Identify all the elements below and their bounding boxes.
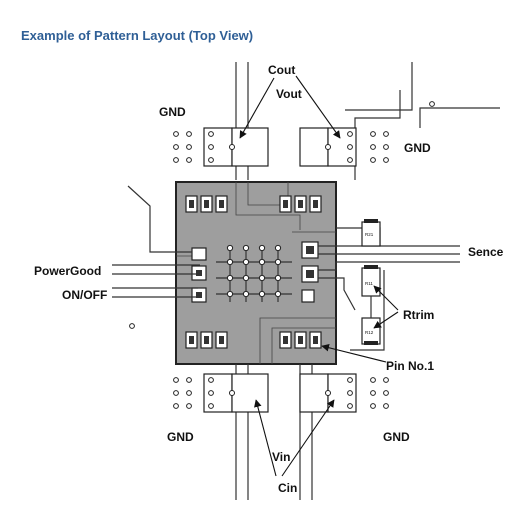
left-signal-traces <box>112 185 200 298</box>
gnd-vias-top-left <box>173 131 214 163</box>
gnd-vias-bottom-left <box>129 323 214 409</box>
annotation-arrows <box>239 75 399 477</box>
gnd-vias-top-right <box>347 101 435 163</box>
center-via-grid <box>216 244 292 302</box>
rtrim-resistors: R21 R11 R12 <box>350 219 385 351</box>
module-bottom-pads <box>185 331 322 349</box>
sence-label: Sence <box>468 245 504 259</box>
r12-label: R12 <box>365 330 374 335</box>
module-top-pads <box>185 195 322 213</box>
gnd-bottom-right-label: GND <box>383 430 410 444</box>
diagram-title: Example of Pattern Layout (Top View) <box>21 28 254 43</box>
gnd-vias-bottom-right <box>347 377 389 409</box>
signal-pads <box>191 241 319 303</box>
pin1-label: Pin No.1 <box>386 359 434 373</box>
top-traces <box>235 62 500 180</box>
cout-label: Cout <box>268 63 295 77</box>
gnd-bottom-left-label: GND <box>167 430 194 444</box>
rtrim-label: Rtrim <box>403 308 434 322</box>
r11-label: R11 <box>365 281 373 286</box>
gnd-top-right-label: GND <box>404 141 431 155</box>
vout-label: Vout <box>276 87 302 101</box>
powergood-label: PowerGood <box>34 264 101 278</box>
onoff-label: ON/OFF <box>62 288 107 302</box>
gnd-top-left-label: GND <box>159 105 186 119</box>
r21-label: R21 <box>365 232 374 237</box>
right-signal-traces <box>318 227 460 311</box>
cin-label: Cin <box>278 481 297 495</box>
vin-label: Vin <box>272 450 290 464</box>
